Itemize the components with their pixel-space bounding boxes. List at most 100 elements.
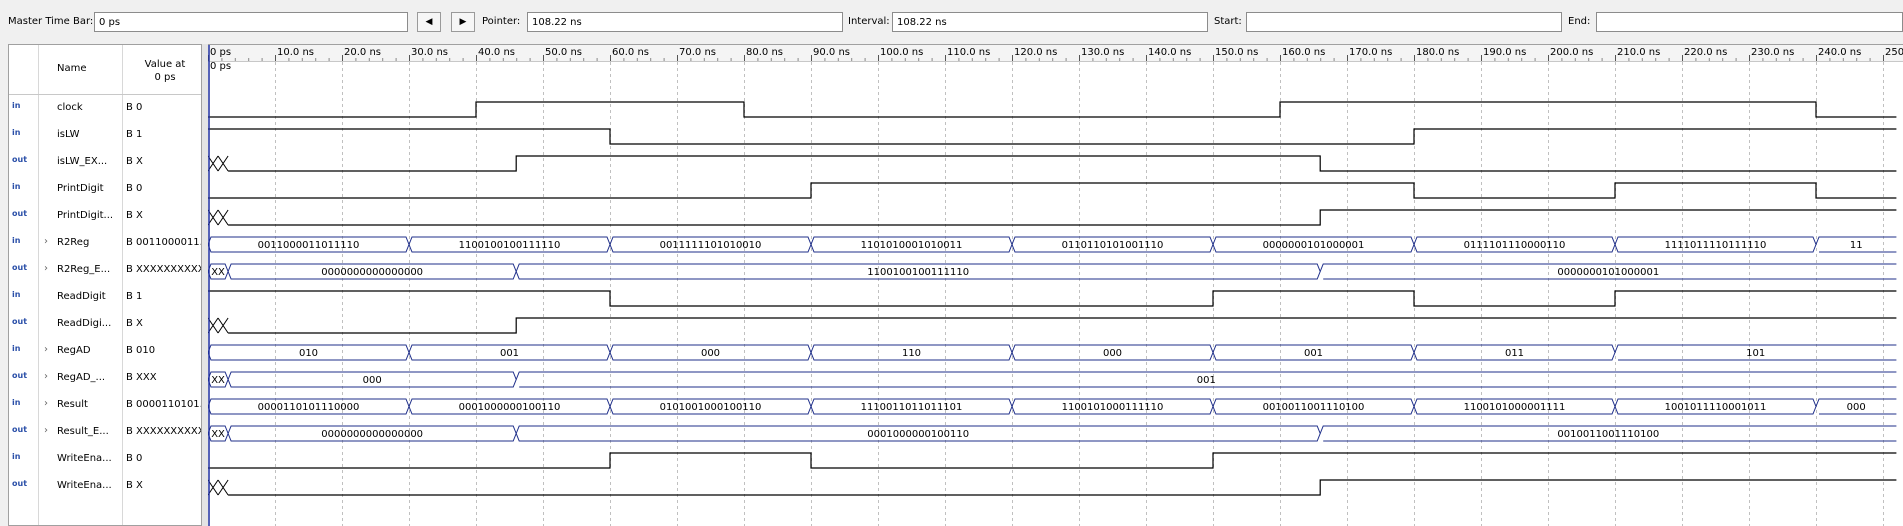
signal-name: WriteEna... [57, 480, 112, 491]
signal-value: B X [126, 318, 143, 329]
signal-name: Result [57, 399, 88, 410]
waveform-2 [228, 155, 1897, 172]
bus-value-label: 0011111101010010 [660, 240, 762, 251]
end-label: End: [1568, 16, 1591, 27]
expand-chevron-icon[interactable]: › [44, 236, 48, 247]
expand-chevron-icon[interactable]: › [44, 398, 48, 409]
expand-chevron-icon[interactable]: › [44, 344, 48, 355]
time-ruler[interactable] [208, 45, 1903, 61]
master-time-bar-label: Master Time Bar: [8, 16, 94, 27]
signal-value: B 0011000011... [126, 237, 202, 248]
bus-value-label: 0000000000000000 [321, 429, 423, 440]
interval-label: Interval: [848, 16, 890, 27]
bus-value-label: 1110011011011101 [861, 402, 963, 413]
start-field[interactable] [1246, 12, 1562, 32]
signal-name: PrintDigit [57, 183, 104, 194]
interval-field[interactable] [892, 12, 1208, 32]
expand-chevron-icon[interactable]: › [44, 263, 48, 274]
signal-value: B 0 [126, 183, 143, 194]
bus-segment [1614, 344, 1897, 361]
column-divider [122, 45, 123, 525]
signal-row-5[interactable]: in › R2Reg B 0011000011... [9, 230, 202, 257]
bus-value-label: 0001000000100110 [867, 429, 969, 440]
time-tick-label: 190.0 ns [1483, 47, 1526, 58]
waveform-0 [208, 101, 1897, 118]
time-tick-label: 0 ps [210, 47, 231, 58]
waveform-8 [228, 317, 1897, 334]
bus-segment [1319, 263, 1897, 280]
pointer-field[interactable] [527, 12, 843, 32]
input-pin-icon: in [12, 344, 21, 353]
signal-row-14[interactable]: out WriteEna... B X [9, 473, 201, 500]
expand-chevron-icon[interactable]: › [44, 425, 48, 436]
output-pin-icon: out [12, 425, 28, 434]
previous-transition-button[interactable]: ◀ [417, 12, 441, 32]
time-tick-label: 130.0 ns [1081, 47, 1124, 58]
start-label: Start: [1214, 16, 1242, 27]
bus-value-label: 0011000011011110 [258, 240, 360, 251]
signal-name: isLW_EX... [57, 156, 108, 167]
output-pin-icon: out [12, 209, 28, 218]
signal-row-12[interactable]: out›Result_E...B XXXXXXXXXX... [9, 419, 201, 446]
bus-value-label: 1100100100111110 [459, 240, 561, 251]
bus-value-label: 010 [299, 348, 318, 359]
signal-name: R2Reg [57, 237, 90, 248]
name-column-header[interactable]: Name [57, 63, 87, 74]
bus-value-label: 001 [1304, 348, 1323, 359]
signal-name: RegAD_... [57, 372, 106, 383]
signal-value: B X [126, 480, 143, 491]
signal-name: WriteEna... [57, 453, 112, 464]
bus-value-label: 0010011001110100 [1263, 402, 1365, 413]
signal-name: PrintDigit... [57, 210, 114, 221]
arrow-left-icon: ◀ [425, 17, 433, 27]
input-pin-icon: in [12, 236, 21, 245]
signal-value: B XXX [126, 372, 157, 383]
waveform-7 [208, 290, 1897, 307]
master-time-bar-field[interactable] [94, 12, 408, 32]
time-tick-label: 150.0 ns [1215, 47, 1258, 58]
signal-row-6[interactable]: out›R2Reg_E...B XXXXXXXXXX... [9, 257, 201, 284]
bus-value-label: 0110110101001110 [1062, 240, 1164, 251]
bus-value-label: 1101010001010011 [861, 240, 963, 251]
value-column-header[interactable]: Value at 0 ps [125, 58, 201, 84]
unknown-value-marker [208, 317, 229, 334]
time-tick-label: 70.0 ns [679, 47, 716, 58]
signal-value: B 1 [126, 129, 143, 140]
signal-row-10[interactable]: out›RegAD_...B XXX [9, 365, 201, 392]
signal-value: B X [126, 156, 143, 167]
bus-value-label: 11 [1850, 240, 1863, 251]
time-tick-label: 230.0 ns [1751, 47, 1794, 58]
arrow-right-icon: ▶ [459, 17, 467, 27]
bus-value-label: 000 [1847, 402, 1866, 413]
bus-value-label: 0000110101110000 [258, 402, 360, 413]
unknown-value-marker [208, 209, 229, 226]
time-tick-label: 40.0 ns [478, 47, 515, 58]
output-pin-icon: out [12, 317, 28, 326]
bus-value-label: 1001011110001011 [1665, 402, 1767, 413]
end-field[interactable] [1596, 12, 1903, 32]
pointer-label: Pointer: [482, 16, 521, 27]
time-tick-label: 250. [1885, 47, 1903, 58]
pane-splitter[interactable] [202, 44, 208, 526]
next-transition-button[interactable]: ▶ [451, 12, 475, 32]
time-tick-label: 120.0 ns [1014, 47, 1057, 58]
bus-value-label: 0010011001110100 [1557, 429, 1659, 440]
bus-segment [1815, 236, 1897, 253]
time-tick-label: 20.0 ns [344, 47, 381, 58]
signal-name: Result_E... [57, 426, 109, 437]
output-pin-icon: out [12, 479, 28, 488]
expand-chevron-icon[interactable]: › [44, 371, 48, 382]
time-bar-toolbar: Master Time Bar: ◀ ▶ Pointer: Interval: … [0, 0, 1903, 46]
